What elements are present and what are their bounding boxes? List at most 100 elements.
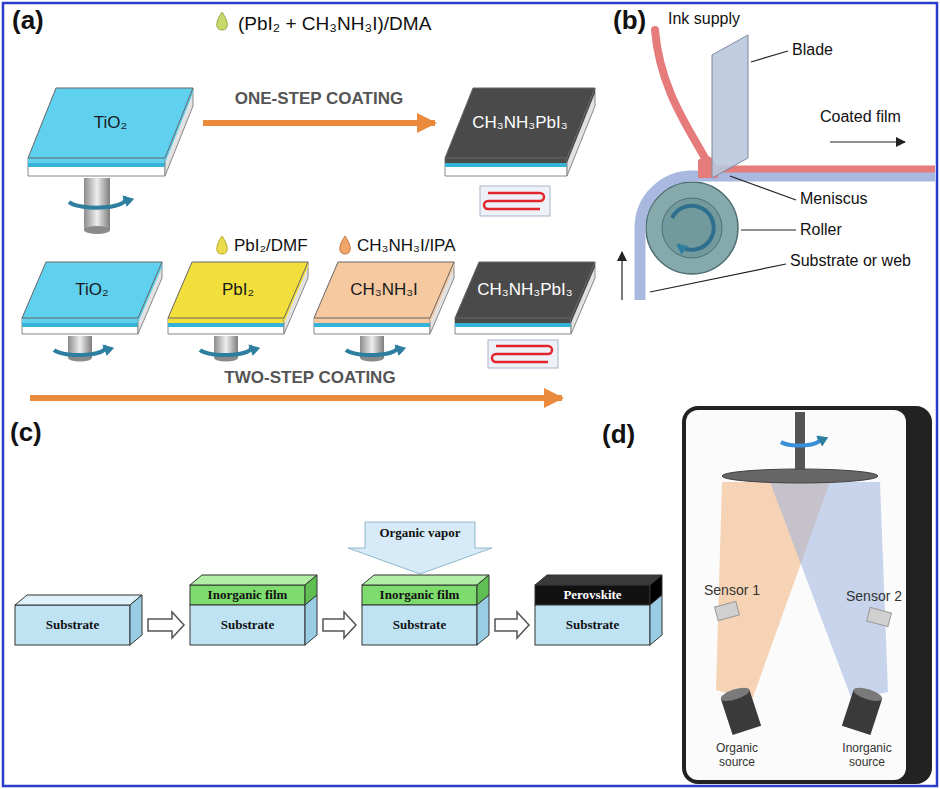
- layer-outline: [28, 158, 165, 176]
- layer-label: CH₃NH₃PbI₃: [477, 281, 572, 300]
- layer-outline: [190, 605, 305, 645]
- solution-drop: [217, 12, 228, 30]
- part-label: Substrate or web: [790, 252, 911, 270]
- panel-letter: (d): [602, 420, 635, 450]
- blade-coater: [640, 176, 935, 300]
- part-label: Inorganic source: [830, 742, 904, 770]
- layer-outline: [130, 595, 142, 645]
- layer-outline: [362, 605, 477, 645]
- layer-outline: [535, 585, 650, 605]
- part-label: Blade: [792, 41, 833, 59]
- vacuum-chamber: [781, 437, 820, 446]
- vacuum-chamber: [686, 410, 906, 780]
- layer-outline: [455, 318, 571, 323]
- spin-coater: [200, 346, 251, 355]
- layer-label-group: PbI₂: [222, 281, 254, 300]
- solution-drop: [217, 12, 351, 254]
- process-arrow: [30, 395, 562, 401]
- vacuum-chamber: [867, 607, 892, 626]
- layer-outline: [445, 163, 567, 167]
- layer-box: Inorganic film: [190, 585, 305, 605]
- layer-outline: [305, 595, 317, 645]
- layer-box: Substrate: [190, 605, 305, 645]
- layer-label-group: Substrate: [221, 618, 274, 632]
- blade-coater: [640, 30, 935, 300]
- layer-label: Substrate: [566, 618, 619, 632]
- part-label: PbI₂/DMF: [234, 236, 308, 256]
- layer-label: CH₃NH₃PbI₃: [472, 114, 567, 133]
- spin-coater: [84, 178, 110, 230]
- process-arrow: [203, 120, 435, 126]
- layer-label-group: Substrate: [46, 618, 99, 632]
- figure-frame: [3, 3, 937, 786]
- film-layer: TiO₂: [28, 88, 193, 158]
- layer-label: TiO₂: [94, 114, 127, 133]
- layer-label: CH₃NH₃I: [350, 281, 418, 300]
- layer-outline: [445, 158, 567, 163]
- layer-outline: [15, 595, 142, 605]
- solution-drop: [217, 236, 228, 254]
- blade-coater: [712, 35, 748, 178]
- layer-label-group: Substrate: [393, 618, 446, 632]
- layer-outline: [362, 585, 477, 605]
- layer-outline: [455, 318, 571, 334]
- layer-label: Substrate: [46, 618, 99, 632]
- layer-box: Inorganic film: [362, 585, 477, 605]
- step-arrow: [495, 612, 529, 638]
- vacuum-chamber: [852, 685, 884, 704]
- layer-outline: [477, 595, 489, 645]
- hotplate-icon: [492, 346, 552, 362]
- layer-outline: [22, 262, 162, 318]
- leader-line: [621, 252, 622, 300]
- blade-coater: [712, 166, 935, 173]
- layer-outline: [445, 158, 567, 176]
- layer-label-group: Substrate: [566, 618, 619, 632]
- part-label: Coated film: [820, 108, 901, 126]
- vacuum-chamber: [719, 685, 761, 735]
- step-arrow: [148, 612, 184, 638]
- part-label: Sensor 2: [846, 588, 902, 604]
- layer-outline: [314, 318, 430, 323]
- vacuum-chamber: [682, 406, 932, 784]
- layer-outline: [28, 163, 165, 167]
- part-label: CH₃NH₃I/IPA: [357, 236, 456, 256]
- layer-label: Inorganic film: [380, 588, 460, 602]
- layer-outline: [28, 88, 193, 158]
- hotplate-icon: [488, 340, 558, 368]
- part-label: Organic vapor: [365, 526, 475, 541]
- layer-label-group: Inorganic film: [208, 588, 288, 602]
- vacuum-chamber: [795, 412, 805, 474]
- step-arrow: [323, 612, 356, 638]
- vacuum-chamber: [719, 685, 751, 704]
- vapor-arrow: [348, 522, 492, 574]
- layer-outline: [314, 323, 430, 327]
- layer-box: Substrate: [362, 605, 477, 645]
- layer-outline: [168, 318, 284, 334]
- layer-outline: [455, 323, 571, 327]
- layer-outline: [535, 605, 650, 645]
- layer-outline: [22, 318, 138, 323]
- layer-outline: [22, 318, 138, 334]
- layer-label-group: TiO₂: [94, 114, 127, 133]
- edge-label: ONE-STEP COATING: [235, 89, 403, 109]
- layer-label: TiO₂: [75, 281, 108, 300]
- layer-outline: [314, 318, 430, 334]
- film-layer: TiO₂: [22, 262, 162, 318]
- layer-outline: [22, 323, 138, 327]
- part-label: TWO-STEP COATING: [200, 368, 420, 388]
- panel-letter: (b): [613, 6, 646, 36]
- layer-outline: [168, 318, 284, 323]
- vacuum-chamber: [842, 685, 884, 735]
- layer-box: Perovskite: [535, 585, 650, 605]
- layer-outline: [190, 585, 305, 605]
- solution-drop: [340, 236, 351, 254]
- film-layer: CH₃NH₃I: [314, 262, 454, 318]
- layer-box: Substrate: [535, 605, 650, 645]
- hotplate-icon: [484, 193, 544, 209]
- blade-coater: [646, 182, 738, 274]
- layer-box: Substrate: [15, 605, 130, 645]
- vacuum-chamber: [682, 406, 932, 784]
- layer-outline: [28, 158, 165, 163]
- vacuum-chamber: [722, 469, 878, 483]
